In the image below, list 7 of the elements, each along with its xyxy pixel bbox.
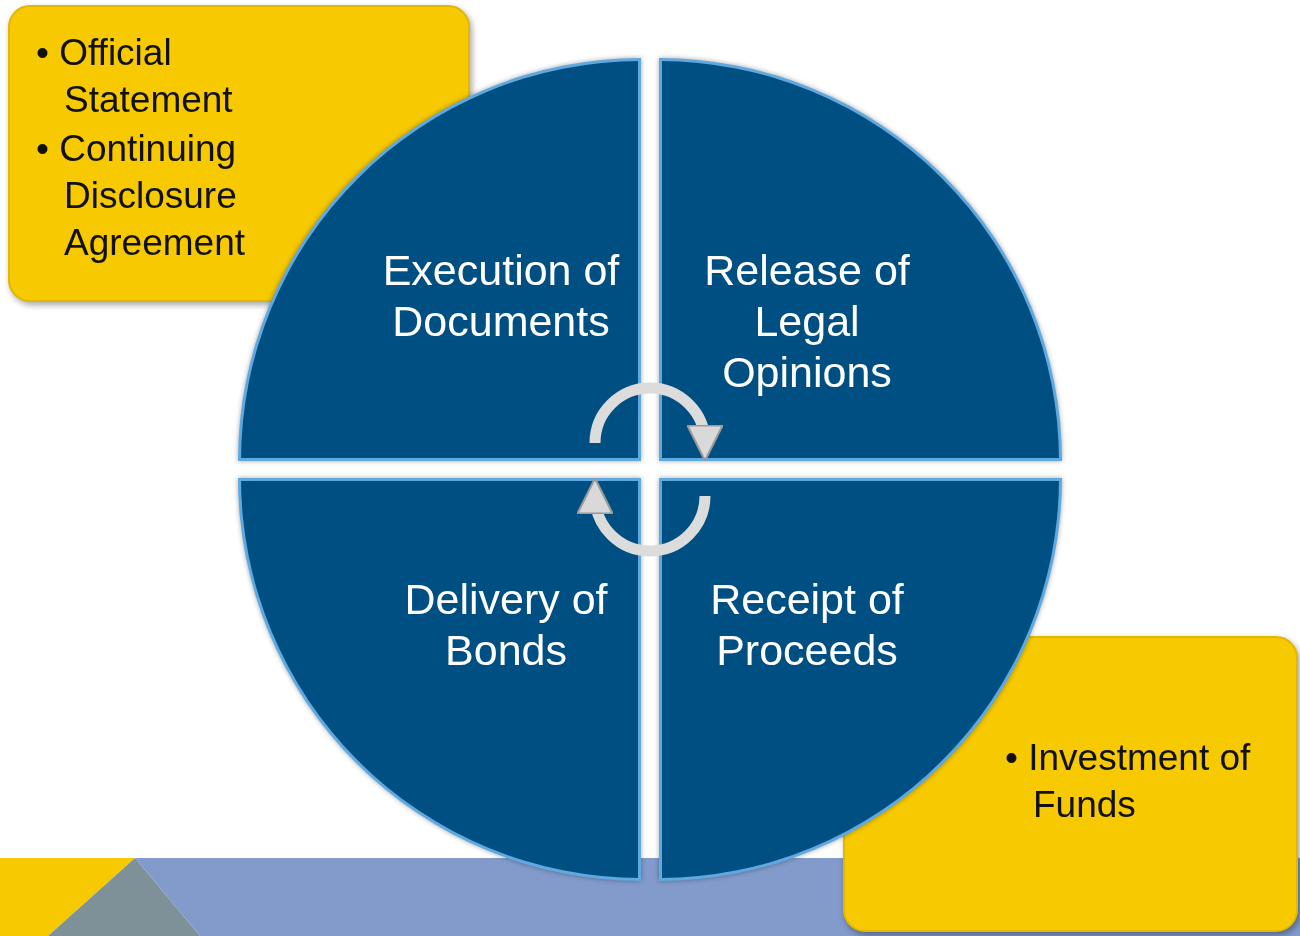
segment-label: Release of Legal Opinions (703, 245, 911, 398)
segment-label: Execution of Documents (381, 245, 621, 347)
bullet-item: • Official Statement (36, 31, 234, 122)
bullet-item: • Investment of Funds (1005, 736, 1252, 827)
segment-label: Receipt of Proceeds (709, 574, 905, 676)
segment-label: Delivery of Bonds (403, 574, 609, 676)
bullet-item: • Continuing Disclosure Agreement (36, 127, 246, 265)
